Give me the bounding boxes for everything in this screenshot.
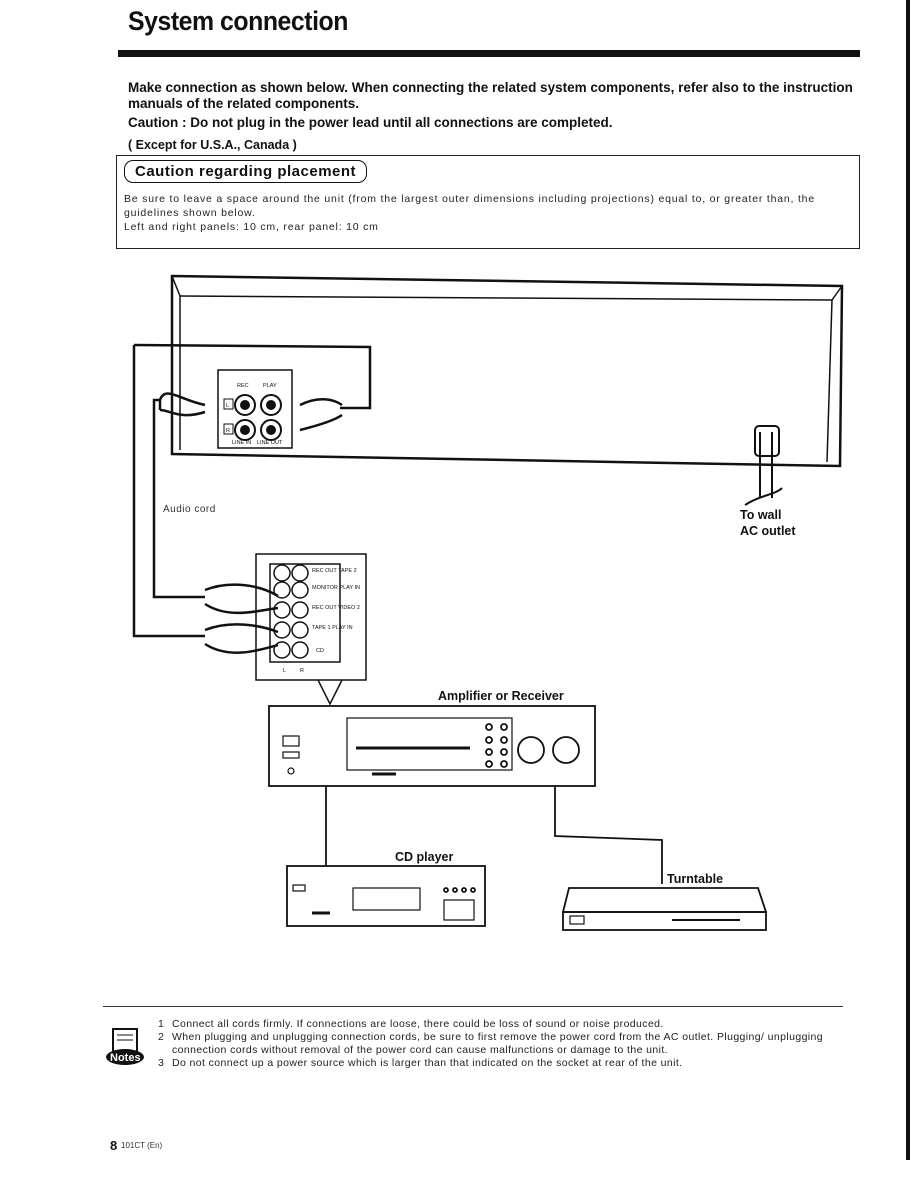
- notes-icon: Notes: [106, 1028, 144, 1065]
- power-cord: [744, 425, 783, 506]
- note-text: Do not connect up a power source which i…: [172, 1057, 683, 1069]
- placement-caution-box: [116, 155, 860, 249]
- title-rule: [118, 50, 860, 57]
- amp-jack-tape1: TAPE 1 PLAY IN: [312, 625, 353, 631]
- placement-caution-body: Be sure to leave a space around the unit…: [124, 192, 848, 234]
- amp-jack-rec-out-tape2: REC OUT TAPE 2: [312, 568, 357, 574]
- turntable-label: Turntable: [667, 872, 724, 886]
- amp-jack-cd: CD: [316, 648, 324, 654]
- wall-outlet-line1: To wall: [740, 508, 782, 522]
- amplifier-label: Amplifier or Receiver: [438, 689, 564, 703]
- note-text: Connect all cords firmly. If connections…: [172, 1018, 664, 1030]
- page-title: System connection: [128, 6, 348, 36]
- audio-cord: [132, 343, 372, 654]
- note-text: When plugging and unplugging connection …: [172, 1031, 824, 1056]
- panel-rec-label: REC: [237, 383, 249, 389]
- panel-l-label: L: [226, 403, 229, 409]
- placement-distances: Left and right panels: 10 cm, rear panel…: [124, 221, 379, 233]
- page-code: 101CT (En): [121, 1141, 163, 1150]
- cd-player-label: CD player: [395, 850, 454, 864]
- amp-jack-panel: [255, 553, 367, 706]
- wall-outlet-label: To wall AC outlet: [740, 507, 796, 539]
- amp-jack-rec-out-video2: REC OUT VIDEO 2: [312, 605, 360, 611]
- cd-player-front: [286, 865, 486, 927]
- note-item: 1 Connect all cords firmly. If connectio…: [158, 1018, 848, 1031]
- placement-guideline: Be sure to leave a space around the unit…: [124, 193, 815, 219]
- panel-play-label: PLAY: [263, 383, 277, 389]
- intro-text: Make connection as shown below. When con…: [128, 80, 853, 111]
- amp-jack-r: R: [300, 668, 304, 674]
- turntable-front: [561, 887, 768, 931]
- note-item: 3 Do not connect up a power source which…: [158, 1057, 848, 1070]
- panel-line-in-label: LINE IN: [232, 440, 251, 446]
- panel-line-out-label: LINE OUT: [257, 440, 283, 446]
- notes-list: 1 Connect all cords firmly. If connectio…: [158, 1018, 848, 1070]
- caution-text: Caution : Do not plug in the power lead …: [128, 115, 613, 130]
- panel-r-label: R: [226, 428, 230, 434]
- notes-rule: [103, 1006, 843, 1007]
- amp-jack-monitor: MONITOR PLAY IN: [312, 585, 360, 591]
- page-number: 8: [110, 1138, 118, 1153]
- note-item: 2 When plugging and unplugging connectio…: [158, 1031, 848, 1057]
- page-edge-bar: [906, 0, 910, 1160]
- audio-cord-label: Audio cord: [163, 504, 216, 515]
- notes-icon-label: Notes: [110, 1052, 141, 1064]
- wall-outlet-line2: AC outlet: [740, 524, 796, 538]
- placement-caution-title: Caution regarding placement: [124, 160, 368, 183]
- amp-jack-l: L: [283, 668, 286, 674]
- note-number: 2: [158, 1031, 165, 1043]
- region-label: ( Except for U.S.A., Canada ): [128, 138, 297, 152]
- note-number: 1: [158, 1018, 165, 1030]
- turntable-cable: [554, 786, 663, 884]
- note-number: 3: [158, 1057, 165, 1069]
- unit-jack-panel: [217, 369, 293, 449]
- amplifier-front: [268, 705, 596, 787]
